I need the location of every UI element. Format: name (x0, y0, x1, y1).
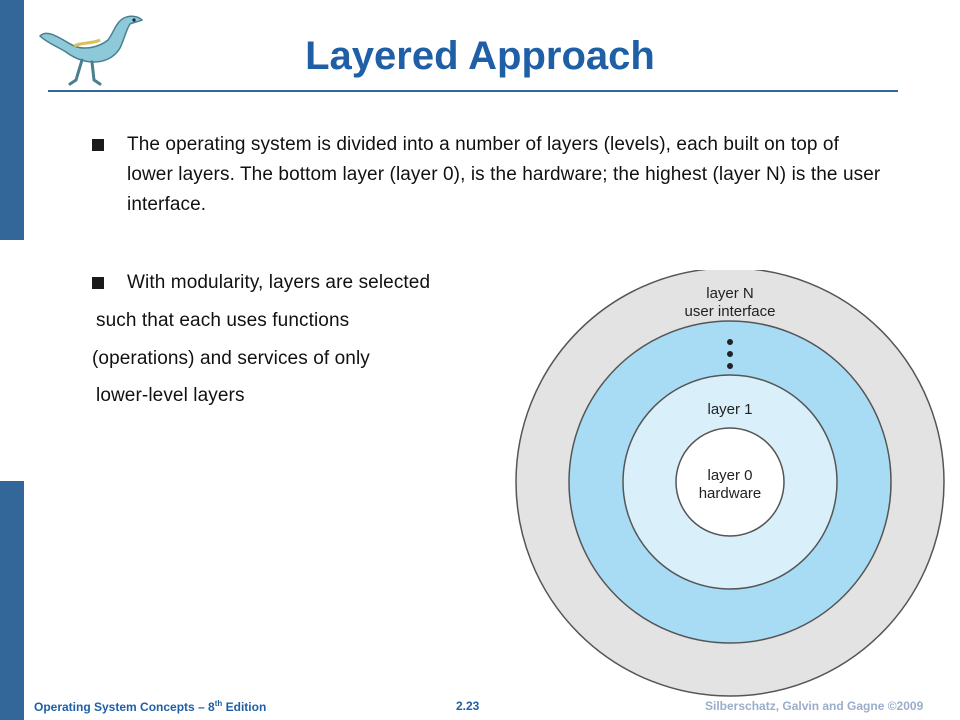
bullet-2-continuation-1: such that each uses functions (96, 310, 350, 331)
footer-book-title: Operating System Concepts – 8th Edition (34, 699, 266, 714)
slide-title: Layered Approach (305, 34, 655, 78)
footer-authors: Silberschatz, Galvin and Gagne ©2009 (705, 699, 924, 713)
ellipsis-dot (727, 363, 733, 369)
ellipsis-dot (727, 351, 733, 357)
footer-edition-sup: th (214, 699, 223, 708)
layer-1-label: layer 1 (707, 401, 752, 418)
footer-page-number: 2.23 (456, 699, 480, 713)
title-underline (48, 90, 898, 92)
core-layer-0 (675, 427, 785, 537)
bullet-2-text: With modularity, layers are selected (127, 272, 431, 293)
bullet-2-continuation-2: (operations) and services of only (92, 348, 370, 369)
user-interface-label: user interface (685, 303, 776, 320)
bullet-2-continuation-3: lower-level layers (96, 385, 245, 406)
footer-edition-text: Edition (222, 700, 267, 714)
left-sidebar-bar (0, 0, 24, 720)
dinosaur-logo (38, 15, 144, 86)
ellipsis-dot (727, 339, 733, 345)
layer-n-label: layer N (706, 285, 754, 302)
layers-diagram: layer N user interface layer 1 layer 0 h… (508, 270, 948, 700)
bullet-1-text: The operating system is divided into a n… (127, 134, 881, 215)
hardware-label: hardware (699, 485, 762, 502)
layer-0-label: layer 0 (707, 467, 752, 484)
square-bullet-icon (92, 277, 104, 289)
square-bullet-icon (92, 139, 104, 151)
sidebar-light-band (0, 240, 24, 481)
footer-book-title-text: Operating System Concepts – 8 (34, 700, 215, 714)
